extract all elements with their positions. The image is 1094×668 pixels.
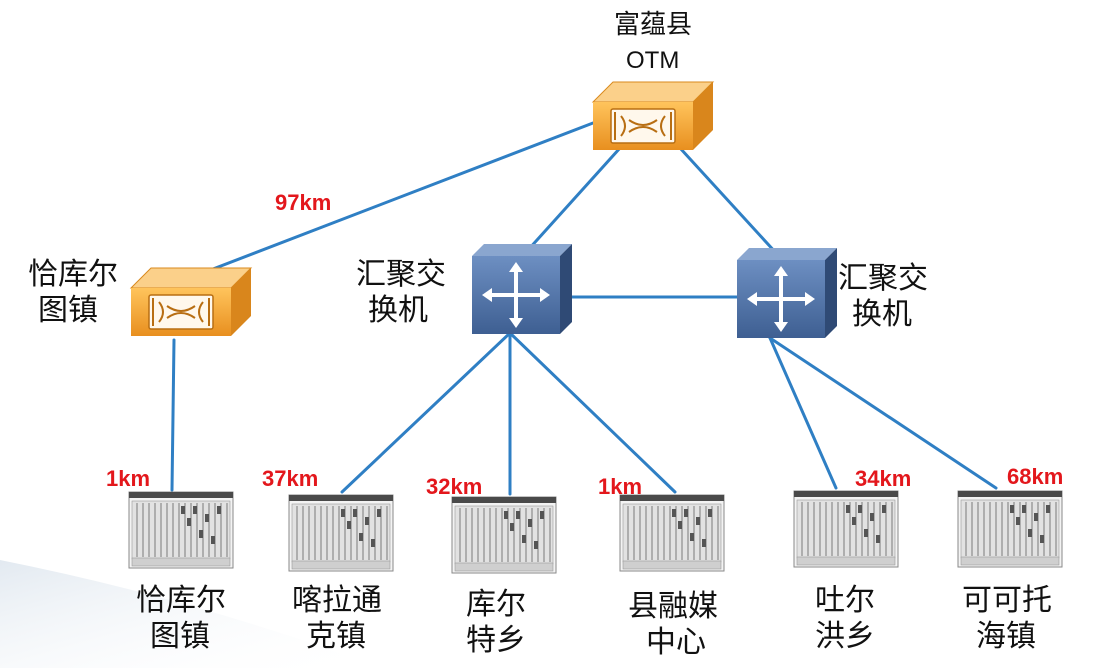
background-swoosh bbox=[0, 560, 380, 668]
distance-label-site3: 32km bbox=[426, 474, 483, 499]
distance-label-site6: 68km bbox=[1007, 464, 1064, 489]
otm-top-device bbox=[592, 81, 714, 151]
switch-left-label-line1: 汇聚交 bbox=[356, 257, 446, 292]
distance-label-site5: 34km bbox=[855, 466, 912, 491]
otm-top-name: 富蕴县 bbox=[614, 10, 693, 40]
site3-device bbox=[451, 496, 557, 574]
link-switch-to-site6 bbox=[768, 336, 998, 490]
link-top-to-right-switch bbox=[678, 146, 779, 256]
site6-device bbox=[957, 490, 1063, 568]
switch-left-device bbox=[470, 242, 574, 336]
distance-label-site2: 37km bbox=[262, 466, 319, 491]
distance-label-site1: 1km bbox=[106, 466, 151, 491]
site2-device bbox=[288, 494, 394, 572]
site5-label-line1: 吐尔 bbox=[815, 583, 875, 618]
switch-right-device bbox=[735, 246, 839, 340]
otm-top-sub: OTM bbox=[626, 47, 680, 74]
link-switch-to-site2 bbox=[340, 331, 512, 494]
link-switch-to-site5 bbox=[768, 336, 838, 490]
site5-label-line2: 洪乡 bbox=[815, 619, 875, 654]
site5-device bbox=[793, 490, 899, 568]
link-top-to-left-switch bbox=[526, 146, 622, 252]
switch-right-label-line2: 换机 bbox=[852, 297, 912, 332]
site3-label-line1: 库尔 bbox=[466, 587, 526, 622]
link-top-to-left-otm bbox=[198, 121, 595, 276]
site6-label-line2: 海镇 bbox=[976, 619, 1036, 654]
site4-label-line2: 中心 bbox=[646, 625, 706, 660]
otm-left-label-line2: 图镇 bbox=[38, 293, 98, 328]
site6-label-line1: 可可托 bbox=[962, 583, 1052, 618]
link-switch-to-site4 bbox=[508, 331, 677, 494]
switch-right-label-line1: 汇聚交 bbox=[838, 261, 928, 296]
distance-label-97km: 97km bbox=[275, 190, 332, 215]
otm-left-device bbox=[130, 267, 252, 337]
site2-label-line1: 喀拉通 bbox=[292, 583, 382, 618]
site1-label-line2: 图镇 bbox=[150, 619, 210, 654]
otm-left-label-line1: 恰库尔 bbox=[28, 257, 118, 292]
switch-left-label-line2: 换机 bbox=[368, 293, 428, 328]
site1-device bbox=[128, 491, 234, 569]
site2-label-line2: 克镇 bbox=[306, 619, 366, 654]
site1-label-line1: 恰库尔 bbox=[136, 583, 226, 618]
site4-device bbox=[619, 494, 725, 572]
link-lines bbox=[170, 121, 998, 496]
site3-label-line2: 特乡 bbox=[466, 623, 526, 658]
distance-label-site4: 1km bbox=[598, 474, 643, 499]
link-left-otm-to-site1 bbox=[170, 338, 176, 492]
site4-label-line1: 县融媒 bbox=[628, 589, 718, 624]
